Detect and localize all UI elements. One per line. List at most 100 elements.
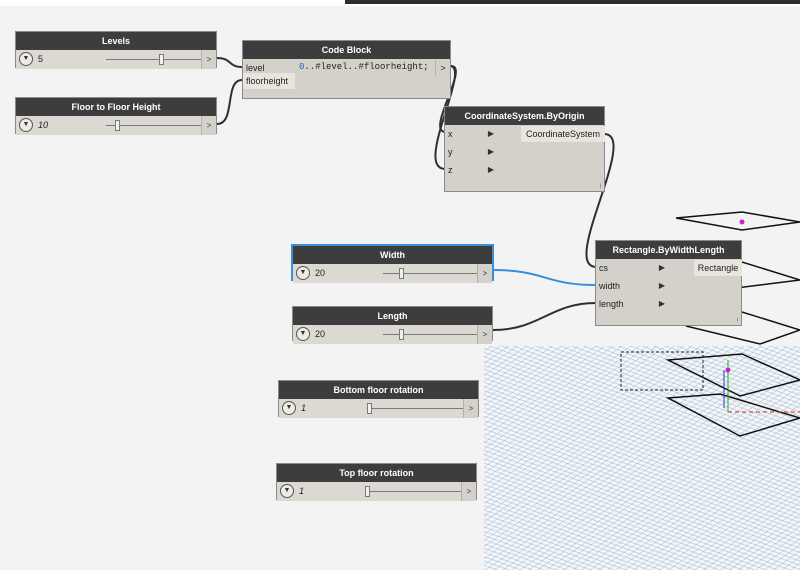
- node-title: Length: [293, 307, 492, 325]
- chevron-right-icon: >: [206, 121, 212, 130]
- node-title: Width: [293, 246, 492, 264]
- wire-code-to-z: [434, 65, 457, 170]
- slider-track[interactable]: [106, 59, 201, 60]
- node-title: CoordinateSystem.ByOrigin: [445, 107, 604, 125]
- chevron-down-icon[interactable]: ▼: [282, 401, 296, 415]
- length-slider-node[interactable]: Length ▼ 20 >: [292, 306, 493, 344]
- chevron-down-icon[interactable]: ▼: [19, 52, 33, 66]
- preview-rectangle-5: [675, 211, 800, 231]
- port-label: width: [599, 281, 621, 291]
- port-label: z: [448, 165, 453, 175]
- wire-length-to-length: [492, 302, 597, 331]
- slider-track[interactable]: [383, 273, 477, 274]
- output-port[interactable]: >: [463, 399, 478, 418]
- floor-height-slider-node[interactable]: Floor to Floor Height ▼ 10 >: [15, 97, 217, 135]
- slider-value[interactable]: 1: [301, 403, 307, 413]
- bottom-rotation-slider-node[interactable]: Bottom floor rotation ▼ 1 >: [278, 380, 479, 418]
- slider-value[interactable]: 20: [315, 268, 326, 278]
- input-port-length[interactable]: length ▶: [596, 296, 668, 312]
- node-title: Rectangle.ByWidthLength: [596, 241, 741, 259]
- top-bar: [0, 0, 800, 6]
- slider-thumb[interactable]: [159, 54, 164, 65]
- preview-rectangle-1: [665, 393, 800, 437]
- top-rotation-slider-node[interactable]: Top floor rotation ▼ 1 >: [276, 463, 477, 501]
- chevron-right-icon: >: [440, 63, 446, 73]
- chevron-right-icon: >: [482, 269, 488, 278]
- input-port-cs[interactable]: cs ▶: [596, 260, 668, 276]
- output-port[interactable]: >: [461, 482, 476, 501]
- wire-coord-to-cs: [585, 133, 615, 268]
- output-port[interactable]: >: [201, 116, 216, 135]
- selection-box: [620, 351, 704, 391]
- node-title: Floor to Floor Height: [16, 98, 216, 116]
- slider-thumb[interactable]: [399, 268, 404, 279]
- port-label: cs: [599, 263, 608, 273]
- slider-track[interactable]: [367, 408, 463, 409]
- output-port[interactable]: >: [435, 60, 450, 76]
- port-label: Rectangle: [697, 263, 739, 273]
- chevron-right-icon: ▶: [487, 129, 494, 138]
- output-port[interactable]: >: [477, 325, 492, 344]
- code-block-node[interactable]: Code Block level floorheight 0..#level..…: [242, 40, 451, 99]
- slider-value[interactable]: 20: [315, 329, 326, 339]
- chevron-down-icon[interactable]: ▼: [280, 484, 294, 498]
- node-title: Code Block: [243, 41, 450, 59]
- levels-slider-node[interactable]: Levels ▼ 5 >: [15, 31, 217, 69]
- preview-rectangle-2: [665, 353, 800, 397]
- input-port-width[interactable]: width ▶: [596, 278, 668, 294]
- slider-value[interactable]: 5: [38, 54, 44, 64]
- chevron-right-icon: >: [206, 55, 212, 64]
- chevron-right-icon: ▶: [487, 147, 494, 156]
- port-label: x: [448, 129, 453, 139]
- chevron-right-icon: ▶: [487, 165, 494, 174]
- output-port[interactable]: >: [477, 264, 492, 283]
- node-title: Bottom floor rotation: [279, 381, 478, 399]
- width-slider-node[interactable]: Width ▼ 20 >: [291, 244, 494, 283]
- origin-point: [725, 367, 731, 373]
- chevron-right-icon: >: [468, 404, 474, 413]
- port-label: y: [448, 147, 453, 157]
- input-port-x[interactable]: x▶: [445, 126, 497, 142]
- port-label: level: [246, 63, 265, 73]
- input-port-floorheight[interactable]: floorheight: [243, 73, 295, 89]
- slider-track[interactable]: [365, 491, 461, 492]
- code-number: 0: [299, 62, 305, 72]
- chevron-right-icon: ▶: [658, 263, 665, 272]
- chevron-right-icon: >: [482, 330, 488, 339]
- input-port-y[interactable]: y▶: [445, 144, 497, 160]
- output-port-coordinatesystem[interactable]: CoordinateSystem: [521, 126, 605, 142]
- slider-thumb[interactable]: [367, 403, 372, 414]
- wire-width-to-width: [492, 269, 597, 286]
- code-text: ..#level..#floorheight;: [304, 62, 429, 72]
- input-port-level[interactable]: level: [243, 60, 295, 76]
- chevron-down-icon[interactable]: ▼: [296, 266, 310, 280]
- port-label: floorheight: [246, 76, 289, 86]
- chevron-down-icon[interactable]: ▼: [296, 327, 310, 341]
- chevron-down-icon[interactable]: ▼: [19, 118, 33, 132]
- slider-track[interactable]: [106, 125, 201, 126]
- slider-thumb[interactable]: [115, 120, 120, 131]
- slider-thumb[interactable]: [365, 486, 370, 497]
- node-lacing-indicator: l: [599, 184, 601, 190]
- slider-value[interactable]: 1: [299, 486, 305, 496]
- slider-thumb[interactable]: [399, 329, 404, 340]
- port-label: CoordinateSystem: [525, 129, 601, 139]
- slider-track[interactable]: [383, 334, 477, 335]
- background-3d-preview[interactable]: [484, 346, 800, 570]
- port-label: length: [599, 299, 624, 309]
- wire-levels-to-level: [216, 57, 243, 68]
- top-bar-dark-strip: [345, 0, 800, 4]
- input-port-z[interactable]: z▶: [445, 162, 497, 178]
- code-editor[interactable]: 0..#level..#floorheight;: [299, 62, 429, 72]
- output-port[interactable]: >: [201, 50, 216, 69]
- wire-height-to-floorheight: [216, 79, 243, 125]
- node-lacing-indicator: l: [736, 318, 738, 324]
- chevron-right-icon: ▶: [658, 299, 665, 308]
- output-port-rectangle[interactable]: Rectangle: [694, 260, 742, 276]
- rectangle-node[interactable]: Rectangle.ByWidthLength cs ▶ width ▶ lengt…: [595, 240, 742, 326]
- node-title: Top floor rotation: [277, 464, 476, 482]
- chevron-right-icon: ▶: [658, 281, 665, 290]
- coordinate-system-node[interactable]: CoordinateSystem.ByOrigin x▶ y▶ z▶ Coord…: [444, 106, 605, 192]
- slider-value[interactable]: 10: [38, 120, 49, 130]
- node-title: Levels: [16, 32, 216, 50]
